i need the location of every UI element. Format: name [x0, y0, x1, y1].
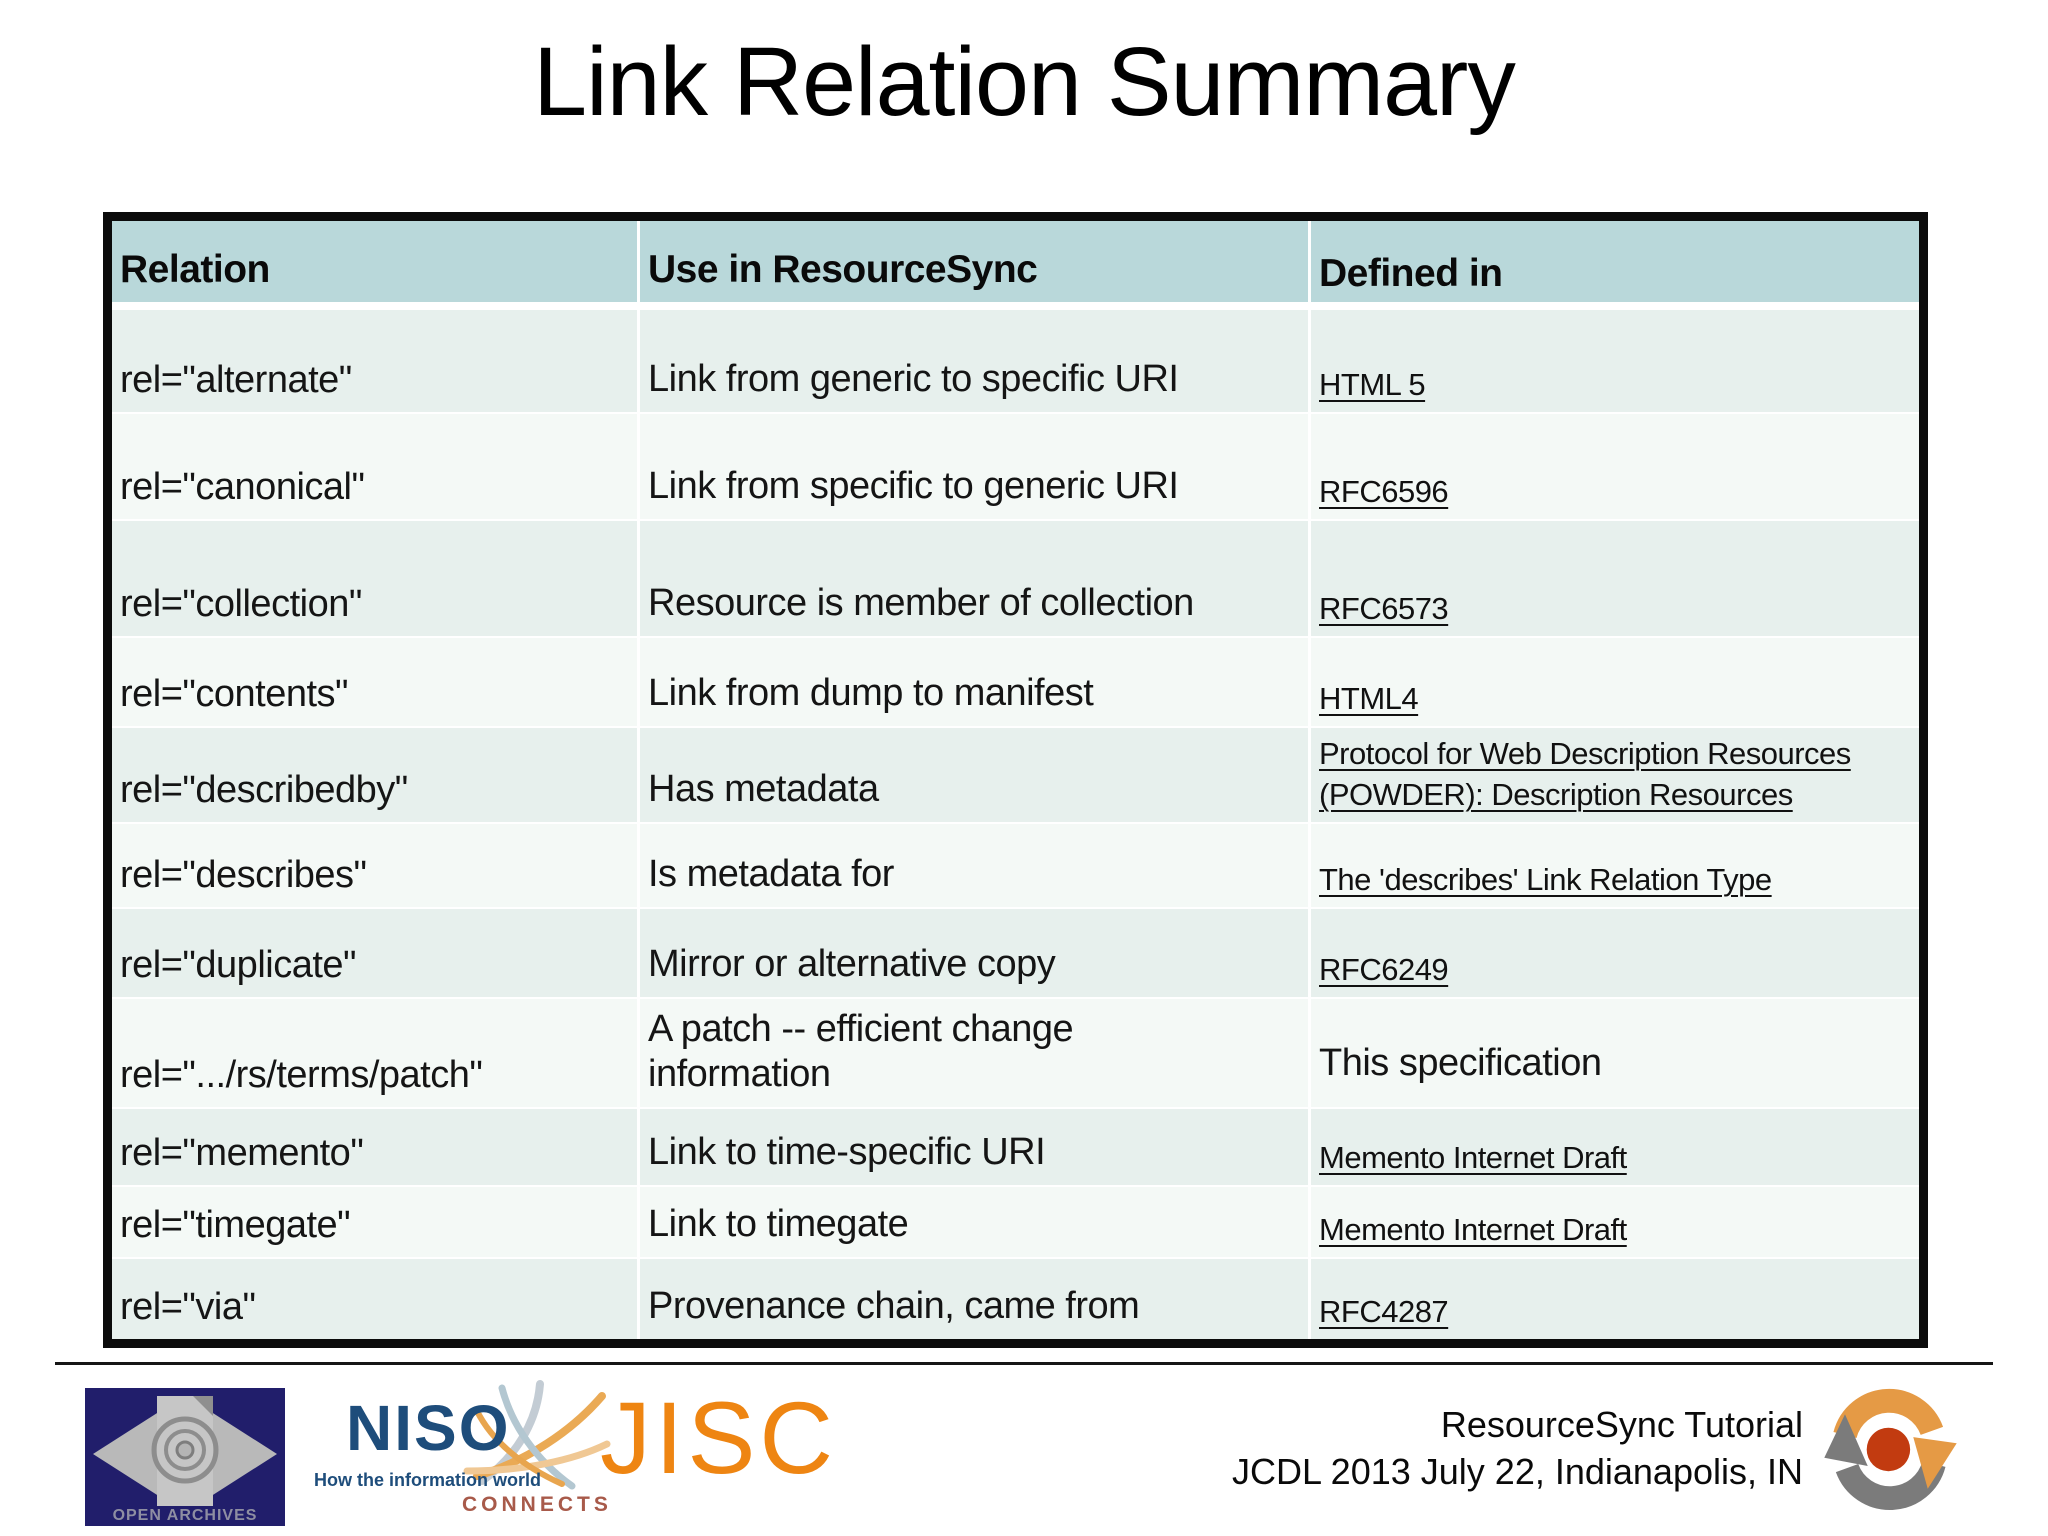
use-cell: Link to timegate	[640, 1187, 1308, 1257]
open-archives-label: OPEN ARCHIVES	[113, 1507, 258, 1524]
relation-cell: rel="contents"	[112, 638, 637, 726]
defined-link[interactable]: RFC6596	[1319, 474, 1449, 510]
eye-left-shape	[93, 1408, 165, 1500]
credit-text: ResourceSync Tutorial JCDL 2013 July 22,…	[1232, 1402, 1803, 1496]
table-row: rel="collection"Resource is member of co…	[112, 521, 1919, 638]
defined-cell: RFC6596	[1311, 414, 1919, 519]
defined-link[interactable]: HTML4	[1319, 681, 1419, 717]
use-cell: Mirror or alternative copy	[640, 909, 1308, 997]
use-cell: A patch -- efficient change information	[640, 999, 1308, 1107]
defined-link[interactable]: RFC6573	[1319, 591, 1449, 627]
table-row: rel="alternate"Link from generic to spec…	[112, 310, 1919, 414]
table-row: rel=".../rs/terms/patch"A patch -- effic…	[112, 999, 1919, 1109]
use-cell: Link from generic to specific URI	[640, 310, 1308, 412]
defined-link[interactable]: Memento Internet Draft	[1319, 1140, 1627, 1176]
use-cell: Resource is member of collection	[640, 521, 1308, 636]
use-cell: Is metadata for	[640, 824, 1308, 907]
relation-cell: rel="canonical"	[112, 414, 637, 519]
credit-line-1: ResourceSync Tutorial	[1440, 1404, 1803, 1445]
use-cell: Link from specific to generic URI	[640, 414, 1308, 519]
table-row: rel="timegate"Link to timegate Memento In…	[112, 1187, 1919, 1259]
table-row: rel="via"Provenance chain, came from RFC4…	[112, 1259, 1919, 1339]
use-cell: Has metadata	[640, 728, 1308, 822]
defined-cell: RFC6573	[1311, 521, 1919, 636]
relation-cell: rel="via"	[112, 1259, 637, 1339]
defined-link[interactable]: HTML 5	[1319, 367, 1426, 403]
header-relation: Relation	[112, 221, 637, 302]
use-cell: Link to time-specific URI	[640, 1109, 1308, 1185]
resourcesync-logo	[1824, 1388, 1957, 1511]
niso-tagline: How the information world	[314, 1470, 541, 1490]
defined-cell: Memento Internet Draft	[1311, 1187, 1919, 1257]
sync-arrow-orange	[1833, 1388, 1944, 1439]
niso-logo: NISO How the information world CONNECTS	[312, 1380, 612, 1523]
header-use: Use in ResourceSync	[640, 221, 1308, 302]
table-row: rel="describes"Is metadata for The 'descr…	[112, 824, 1919, 909]
niso-swoosh-graphic	[463, 1380, 611, 1490]
table-row: rel="contents"Link from dump to manifest…	[112, 638, 1919, 728]
page-title: Link Relation Summary	[533, 27, 1516, 136]
niso-wordmark: NISO	[346, 1392, 511, 1464]
defined-cell: This specification	[1311, 999, 1919, 1107]
table-row: rel="canonical"Link from specific to gen…	[112, 414, 1919, 521]
header-defined-in: Defined in	[1311, 221, 1919, 302]
relation-cell: rel="collection"	[112, 521, 637, 636]
table-row: rel="duplicate"Mirror or alternative cop…	[112, 909, 1919, 999]
table-body: rel="alternate"Link from generic to spec…	[112, 310, 1919, 1339]
relation-cell: rel="describedby"	[112, 728, 637, 822]
defined-cell: The 'describes' Link Relation Type	[1311, 824, 1919, 907]
defined-text: This specification	[1319, 1042, 1602, 1084]
jisc-logo: JISC	[600, 1381, 838, 1495]
table-header-row: Relation Use in ResourceSync Defined in	[112, 221, 1919, 302]
defined-cell: Protocol for Web Description Resources (…	[1311, 728, 1919, 822]
use-cell: Provenance chain, came from	[640, 1259, 1308, 1339]
relation-cell: rel="describes"	[112, 824, 637, 907]
relation-cell: rel="timegate"	[112, 1187, 637, 1257]
defined-link[interactable]: RFC6249	[1319, 952, 1449, 988]
relation-cell: rel="alternate"	[112, 310, 637, 412]
footer: OPEN ARCHIVES NISO How the information w…	[0, 1370, 2048, 1536]
relation-cell: rel=".../rs/terms/patch"	[112, 999, 637, 1107]
table-row: rel="memento"Link to time-specific URI Me…	[112, 1109, 1919, 1187]
defined-link[interactable]: The 'describes' Link Relation Type	[1319, 862, 1772, 898]
defined-link[interactable]: Memento Internet Draft	[1319, 1212, 1627, 1248]
defined-cell: HTML4	[1311, 638, 1919, 726]
defined-link[interactable]: RFC4287	[1319, 1294, 1449, 1330]
relation-cell: rel="memento"	[112, 1109, 637, 1185]
use-cell: Link from dump to manifest	[640, 638, 1308, 726]
relation-cell: rel="duplicate"	[112, 909, 637, 997]
defined-cell: HTML 5	[1311, 310, 1919, 412]
credit-line-2: JCDL 2013 July 22, Indianapolis, IN	[1232, 1450, 1803, 1492]
footer-divider	[55, 1362, 1993, 1365]
sync-center-dot	[1866, 1427, 1911, 1472]
link-relation-table: Relation Use in ResourceSync Defined in …	[103, 212, 1928, 1348]
defined-cell: RFC4287	[1311, 1259, 1919, 1339]
open-archives-logo: OPEN ARCHIVES	[85, 1388, 285, 1526]
eye-right-shape	[205, 1408, 277, 1500]
defined-link[interactable]: Protocol for Web Description Resources (…	[1319, 736, 1851, 813]
niso-connects-label: CONNECTS	[462, 1493, 612, 1516]
defined-cell: RFC6249	[1311, 909, 1919, 997]
defined-cell: Memento Internet Draft	[1311, 1109, 1919, 1185]
